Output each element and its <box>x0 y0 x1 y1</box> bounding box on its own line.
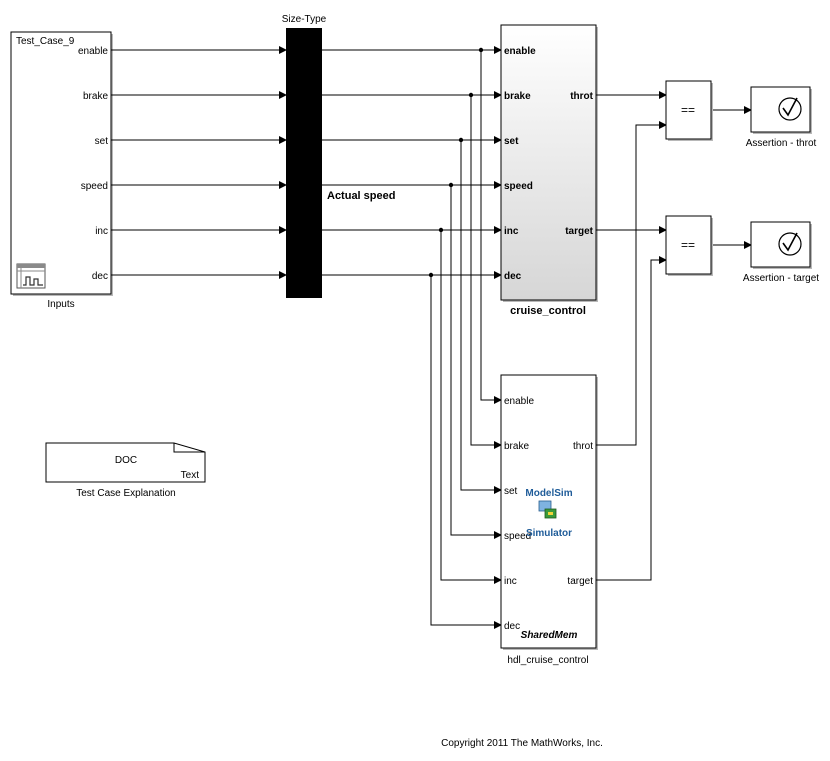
inputs-port-dec: dec <box>92 271 108 282</box>
doc-block[interactable]: DOC Text Test Case Explanation <box>45 442 206 499</box>
compare-block-throt[interactable]: == <box>665 80 713 141</box>
size-type-caption: Size-Type <box>282 14 327 25</box>
hdl-cruise-control-caption: hdl_cruise_control <box>507 655 588 666</box>
size-type-output-wires <box>322 46 502 279</box>
hdl-in-dec: dec <box>504 621 520 632</box>
inputs-caption: Inputs <box>47 299 74 310</box>
inputs-port-enable: enable <box>78 46 108 57</box>
modelsim-icon <box>538 500 557 519</box>
hdl-out-target: target <box>567 576 593 587</box>
assertion-throt-caption: Assertion - throt <box>746 138 817 149</box>
cc-in-set: set <box>504 136 519 147</box>
compare-symbol-throt: == <box>681 103 695 117</box>
input-wires <box>111 46 287 279</box>
hdl-mode-label: SharedMem <box>521 630 578 641</box>
output-wires <box>596 91 752 581</box>
cc-in-enable: enable <box>504 46 536 57</box>
check-icon <box>778 97 802 121</box>
inputs-port-inc: inc <box>95 226 108 237</box>
assertion-block-throt[interactable]: Assertion - throt <box>746 86 817 149</box>
cruise-control-caption: cruise_control <box>510 305 586 317</box>
compare-symbol-target: == <box>681 238 695 252</box>
branch-wires <box>428 47 502 629</box>
size-type-block[interactable]: Size-Type <box>282 14 327 298</box>
hdl-in-enable: enable <box>504 396 534 407</box>
inputs-port-speed: speed <box>81 181 108 192</box>
inputs-block-title: Test_Case_9 <box>16 36 75 47</box>
cc-out-target: target <box>565 226 593 237</box>
hdl-in-inc: inc <box>504 576 517 587</box>
inputs-block[interactable]: Test_Case_9 enable brake set speed inc d… <box>10 31 113 310</box>
assertion-target-caption: Assertion - target <box>743 273 819 284</box>
doc-title: DOC <box>115 455 137 466</box>
copyright-text: Copyright 2011 The MathWorks, Inc. <box>441 738 603 749</box>
modelsim-logo-line1: ModelSim <box>525 488 572 499</box>
check-icon <box>778 232 802 256</box>
cc-in-speed: speed <box>504 181 533 192</box>
hdl-in-set: set <box>504 486 518 497</box>
cc-out-throt: throt <box>570 91 593 102</box>
signal-builder-icon <box>16 263 46 289</box>
assertion-block-target[interactable]: Assertion - target <box>743 221 819 284</box>
cc-in-brake: brake <box>504 91 531 102</box>
inputs-port-brake: brake <box>83 91 108 102</box>
hdl-in-speed: speed <box>504 531 531 542</box>
hdl-in-brake: brake <box>504 441 529 452</box>
modelsim-logo-line2: Simulator <box>526 528 572 539</box>
cc-in-dec: dec <box>504 271 522 282</box>
doc-caption: Test Case Explanation <box>76 488 176 499</box>
inputs-port-set: set <box>95 136 109 147</box>
cc-in-inc: inc <box>504 226 519 237</box>
compare-block-target[interactable]: == <box>665 215 713 276</box>
cruise-control-block[interactable]: enable brake set speed inc dec throt tar… <box>500 24 598 317</box>
hdl-cruise-control-block[interactable]: enable brake set speed inc dec throt tar… <box>500 374 598 666</box>
hdl-out-throt: throt <box>573 441 593 452</box>
actual-speed-label: Actual speed <box>327 190 395 202</box>
doc-subtitle: Text <box>181 470 200 481</box>
